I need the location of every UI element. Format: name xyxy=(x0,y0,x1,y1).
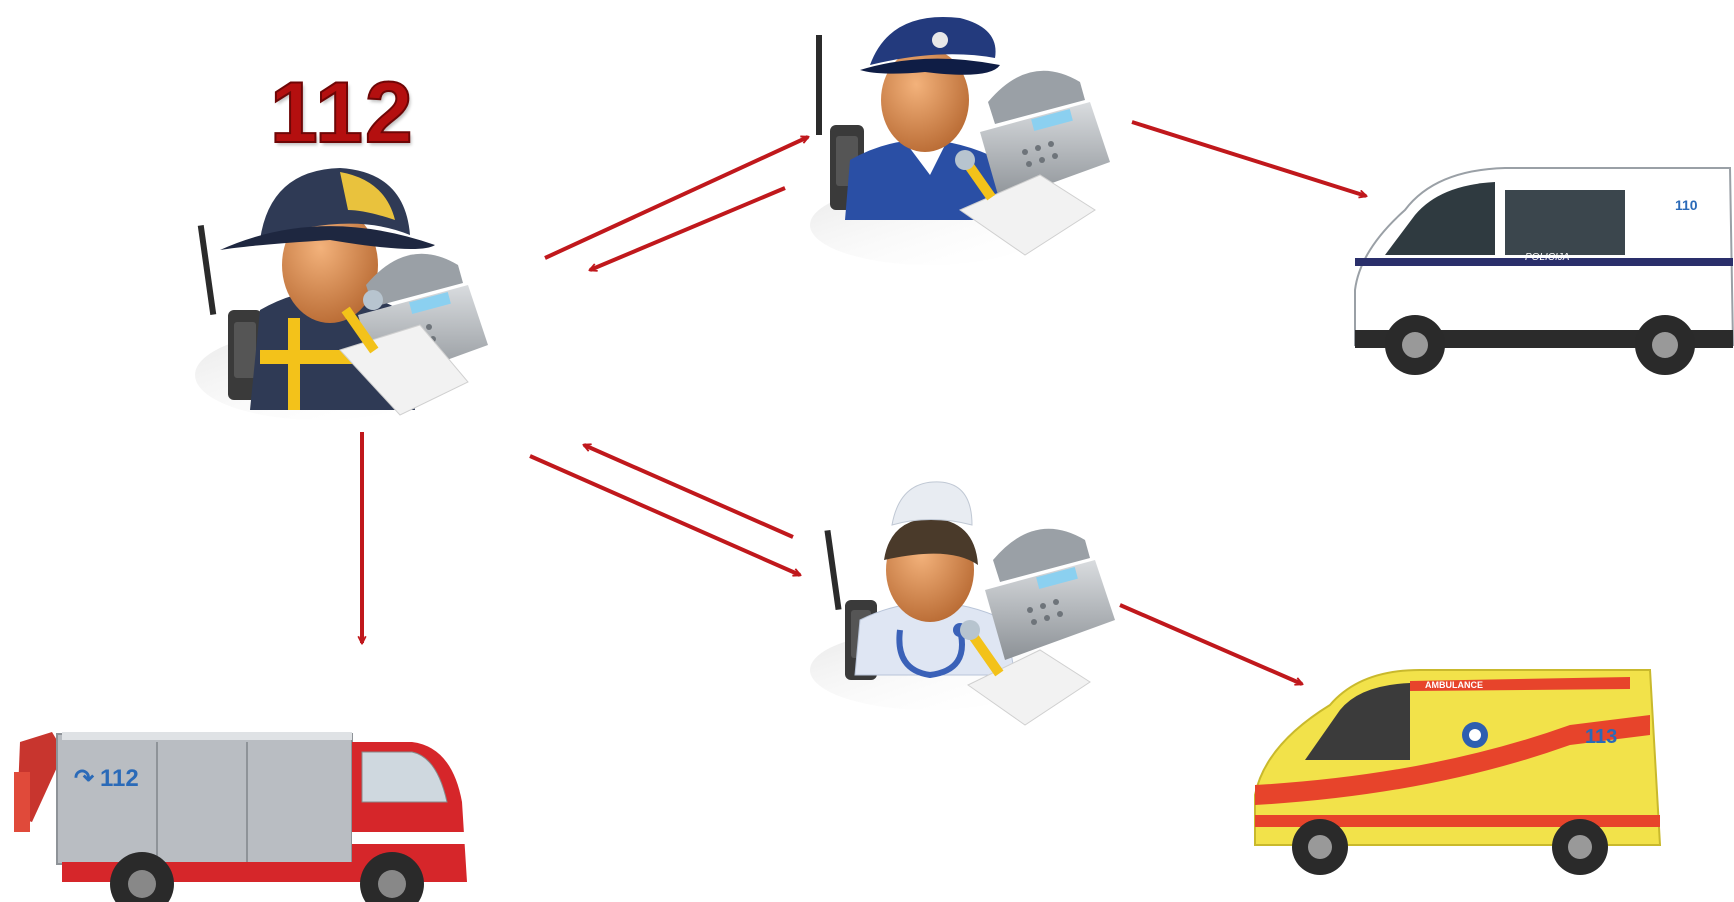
police-dispatcher-icon xyxy=(810,17,1110,265)
police-van-number: 110 xyxy=(1675,197,1698,213)
arrow-medical-to-ambulance xyxy=(1120,605,1302,684)
firefighter-dispatcher-icon xyxy=(195,168,488,420)
ambulance-roof-text: AMBULANCE xyxy=(1425,680,1483,690)
fire-truck-icon: 112 ↷ xyxy=(14,732,467,902)
arrow-police-to-van xyxy=(1132,122,1366,196)
ambulance-icon: AMBULANCE 113 xyxy=(1255,670,1660,875)
ambulance-number: 113 xyxy=(1585,726,1617,748)
phone-curl-icon: ↷ xyxy=(74,765,95,792)
police-van-icon: POLICIJA 110 xyxy=(1355,168,1733,375)
arrow-fire-to-medical xyxy=(530,456,800,575)
medic-dispatcher-icon xyxy=(810,482,1115,725)
arrow-fire-to-police xyxy=(545,137,808,258)
police-van-side-text: POLICIJA xyxy=(1525,252,1570,263)
arrow-medical-to-fire xyxy=(584,445,793,537)
arrow-police-to-fire xyxy=(590,188,785,270)
fire-truck-number: 112 xyxy=(100,765,139,792)
